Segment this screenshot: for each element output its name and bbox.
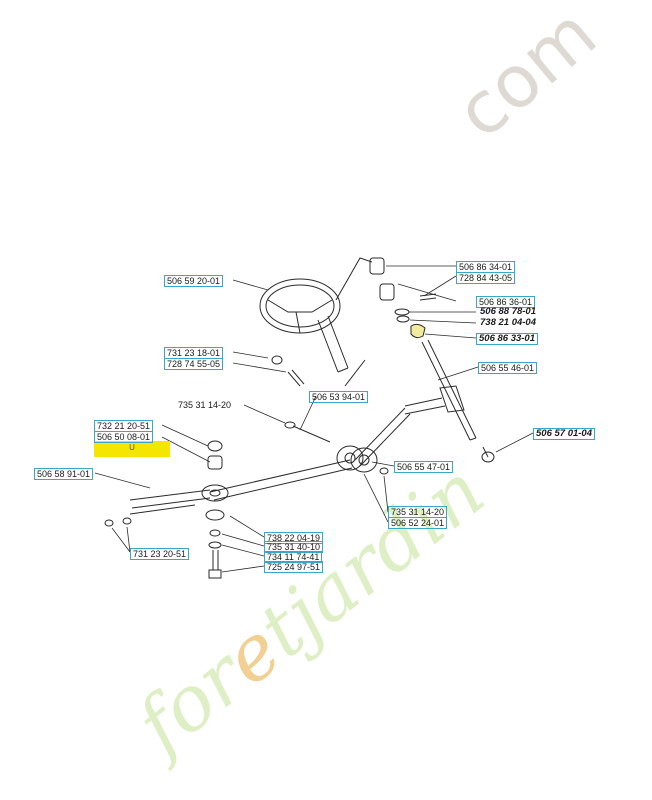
- part-label[interactable]: 506 86 33-01: [476, 333, 538, 345]
- highlight-marker: U: [94, 441, 170, 457]
- part-label[interactable]: 506 50 08-01: [94, 431, 154, 443]
- tie-rod-part: [209, 397, 446, 501]
- part-label[interactable]: 738 21 04-04: [480, 317, 536, 328]
- part-label[interactable]: 735 31 40-10: [264, 541, 324, 553]
- part-label[interactable]: 728 74 55-05: [164, 358, 224, 370]
- part-label[interactable]: 506 59 20-01: [164, 275, 224, 287]
- part-label[interactable]: 734 11 74-41: [264, 551, 323, 563]
- steering-shaft-part: [369, 257, 477, 441]
- steering-wheel-part: [259, 278, 349, 373]
- part-label[interactable]: 506 57 01-04: [533, 428, 595, 440]
- part-label[interactable]: 506 55 46-01: [478, 362, 538, 374]
- leader-lines: [94, 265, 534, 573]
- part-label[interactable]: 731 23 20-51: [130, 548, 190, 560]
- part-label[interactable]: 738 22 04-19: [264, 532, 324, 544]
- part-label[interactable]: 725 24 97-51: [264, 561, 324, 573]
- part-label[interactable]: 735 31 14-20: [178, 400, 232, 410]
- part-label[interactable]: 728 84 43-05: [456, 272, 516, 284]
- part-label[interactable]: 506 88 78-01: [480, 306, 536, 317]
- sector-gear-part: [336, 445, 389, 475]
- pivot-stack-part: [201, 440, 229, 579]
- part-label[interactable]: 506 58 91-01: [34, 468, 94, 480]
- part-label[interactable]: 506 55 47-01: [394, 461, 454, 473]
- part-label[interactable]: 506 53 94-01: [309, 391, 369, 403]
- part-label[interactable]: 506 52 24-01: [388, 517, 448, 529]
- part-label[interactable]: 506 86 36-01: [476, 296, 536, 308]
